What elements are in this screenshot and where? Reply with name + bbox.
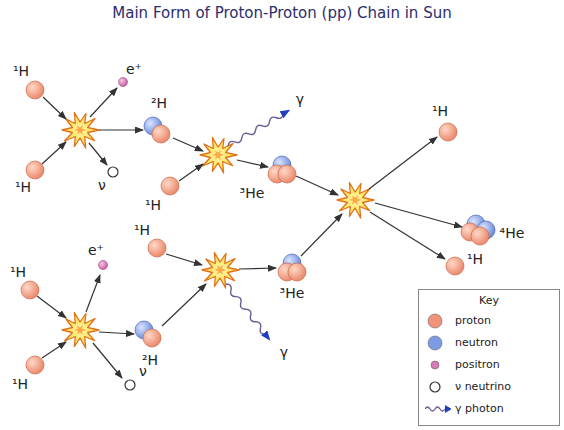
particle-label: ¹H [145, 198, 161, 213]
particle-symbol [270, 246, 314, 290]
particle-label: ν [98, 178, 106, 193]
legend-row: neutron [425, 334, 555, 352]
legend-symbol [425, 378, 451, 396]
legend-text: neutron [455, 336, 498, 349]
diagram-title: Main Form of Proton-Proton (pp) Chain in… [0, 4, 564, 22]
legend-box: proton neutron positron ν neutrino γ photon K… [418, 289, 560, 426]
legend-swatch [425, 312, 451, 330]
particle-label: ³He [240, 186, 265, 201]
particle-symbol [456, 210, 500, 254]
particle-label: ¹H [13, 64, 29, 79]
legend-row: positron [425, 356, 555, 374]
particle-label: ³He [280, 286, 305, 301]
legend-text: proton [455, 314, 491, 327]
particle-label: ¹H [15, 180, 31, 195]
particle-label: ¹H [10, 265, 26, 280]
legend-heading: Key [419, 294, 559, 307]
particle-symbol [126, 312, 170, 356]
legend-text: ν neutrino [455, 380, 511, 393]
particle-symbol [91, 150, 135, 194]
particle-symbol [260, 148, 304, 192]
legend-swatch [425, 334, 451, 352]
legend-row: ν neutrino [425, 378, 555, 396]
photon-label: γ [280, 344, 288, 360]
particle-label: ¹H [432, 104, 448, 119]
legend-row: γ photon [425, 400, 555, 418]
particle-label: ⁴He [500, 226, 525, 241]
particle-label: ¹H [12, 377, 28, 392]
legend-text: γ photon [455, 402, 504, 415]
particle-label: e⁺ [88, 243, 104, 258]
photon-label: γ [296, 91, 304, 107]
legend-text: positron [455, 358, 500, 371]
legend-symbol [425, 400, 451, 418]
particle-label: ¹H [134, 223, 150, 238]
particle-label: ¹H [467, 252, 483, 267]
particle-label: e⁺ [126, 62, 142, 77]
particle-symbol [135, 108, 179, 152]
legend-row: proton [425, 312, 555, 330]
particle-label: ν [139, 364, 147, 379]
particle-label: ²H [151, 96, 167, 111]
legend-swatch [425, 356, 451, 374]
